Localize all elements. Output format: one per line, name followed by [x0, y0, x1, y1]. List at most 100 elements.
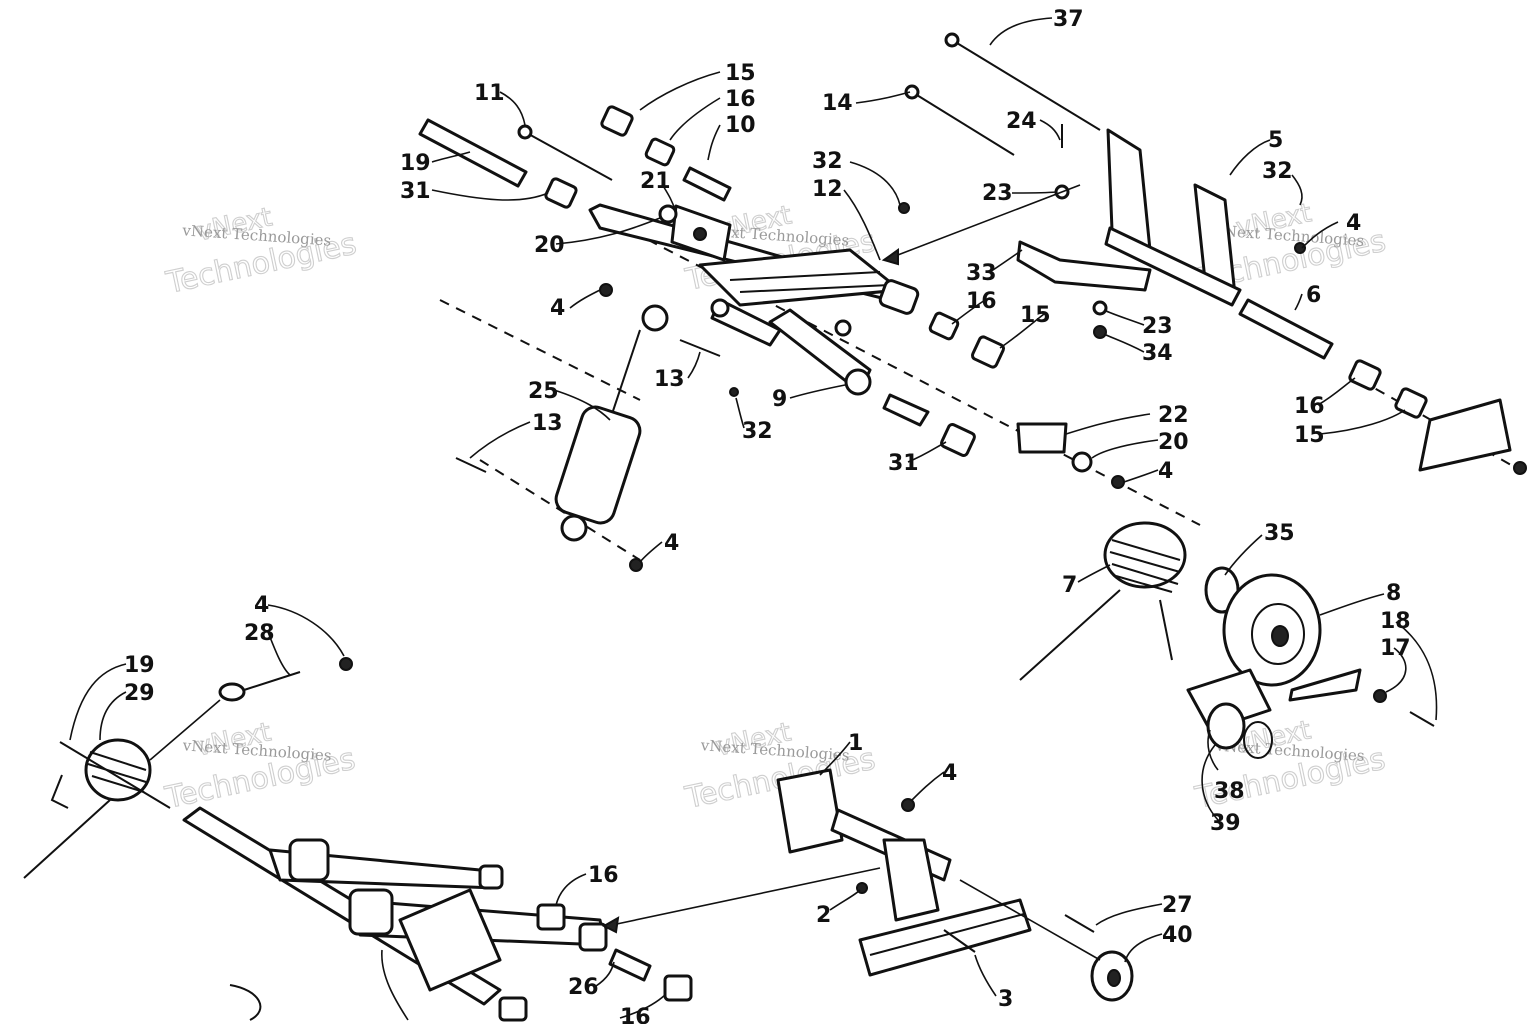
arm-12-boss: [878, 279, 920, 315]
eye-bolt-link: [149, 699, 221, 761]
shaft-9: [768, 308, 872, 394]
callout-32-top: 32: [812, 149, 843, 174]
nut-4-shock-top: [599, 283, 613, 297]
tube-lower: [882, 393, 930, 427]
bolt-13-lower: [455, 457, 487, 473]
a-arm-web: [398, 888, 502, 992]
callout-4-right: 4: [1346, 211, 1361, 236]
clevis-eye: [710, 298, 730, 318]
callout-34: 34: [1142, 341, 1173, 366]
fitting-32-top: [898, 202, 910, 214]
callout-16-lower: 16: [588, 863, 619, 888]
arm-12-rib: [739, 284, 891, 293]
nut-4-right: [1294, 242, 1306, 254]
callout-19-top: 19: [400, 151, 431, 176]
callout-39: 39: [1210, 811, 1241, 836]
callout-5: 5: [1268, 128, 1283, 153]
fitting-32-lower: [729, 387, 739, 397]
nut-4-lower: [1111, 475, 1125, 489]
lower-hook: [229, 984, 262, 1021]
nut-right-edge: [1513, 461, 1527, 475]
bolt-37-head: [944, 32, 960, 48]
nut-4-bracket: [901, 798, 915, 812]
bracket-5-shaft: [1104, 226, 1242, 307]
bolt-37: [951, 39, 1101, 131]
callout-16: 16: [725, 87, 756, 112]
callout-23-top: 23: [982, 181, 1013, 206]
callout-1: 1: [848, 731, 863, 756]
bushing-16-lower: [536, 903, 566, 931]
washer-23-lower: [1092, 300, 1108, 316]
callout-10: 10: [725, 113, 756, 138]
callout-9: 9: [772, 387, 787, 412]
nut-34: [1093, 325, 1107, 339]
eye-bolt-28-shank: [243, 671, 301, 691]
washer-20-lower: [1071, 451, 1093, 473]
arm-33: [1016, 240, 1152, 292]
plate-22: [1016, 422, 1068, 454]
spacer-17: [1288, 668, 1362, 702]
bolt-3: [943, 929, 976, 953]
callout-numbers: 37 15 16 10 11 14 24 5 32 19 31 21 32 12…: [124, 7, 1411, 1024]
callout-38: 38: [1214, 779, 1245, 804]
tube-10: [682, 166, 732, 202]
pin-26: [608, 948, 652, 982]
callout-20-lower: 20: [1158, 430, 1189, 455]
callout-37: 37: [1053, 7, 1084, 32]
callout-40: 40: [1162, 923, 1193, 948]
bolt-14-head: [904, 84, 920, 100]
callout-19-lower: 19: [124, 653, 155, 678]
shock-25-top-eye: [641, 304, 669, 332]
callout-6: 6: [1306, 283, 1321, 308]
bolt-13-upper: [679, 339, 721, 357]
assembly-arrow-upper: [889, 184, 1081, 259]
bolt-11-head: [517, 124, 533, 140]
callout-22: 22: [1158, 403, 1189, 428]
callout-13-upper: 13: [654, 367, 685, 392]
callout-20-top: 20: [534, 233, 565, 258]
callout-31-top: 31: [400, 179, 431, 204]
bushing-15-top: [600, 105, 634, 137]
callout-24: 24: [1006, 109, 1037, 134]
bolt-14: [911, 91, 1015, 156]
idler-wheel-8: [1222, 573, 1322, 687]
callout-4-shock-top: 4: [550, 296, 565, 321]
callout-15-right: 15: [1294, 423, 1325, 448]
slide-rail: [858, 898, 1032, 977]
a-arm-boss-2: [348, 888, 394, 936]
bushing-16-mid: [928, 311, 960, 341]
bolt-17: [1409, 711, 1435, 727]
spring-29: [23, 738, 171, 879]
callout-2: 2: [816, 903, 831, 928]
fitting-small: [834, 319, 852, 337]
callout-11: 11: [474, 81, 505, 106]
callout-15-mid: 15: [1020, 303, 1051, 328]
bushing-31-lower: [940, 423, 976, 457]
wheel-plate: [1186, 668, 1272, 732]
spring-7: [1019, 521, 1187, 681]
snap-ring-39: [1243, 721, 1273, 759]
callout-4-shock-bottom: 4: [664, 531, 679, 556]
callout-4-eyebolt: 4: [254, 593, 269, 618]
callout-32-lower: 32: [742, 419, 773, 444]
nut-18: [1373, 689, 1387, 703]
callout-4-bracket: 4: [942, 761, 957, 786]
callout-13-lower: 13: [532, 411, 563, 436]
assembly-arrowhead-upper: [881, 248, 899, 266]
callout-33: 33: [966, 261, 997, 286]
rail-bracket-right: [1418, 398, 1512, 472]
a-arm-eye: [478, 864, 504, 890]
bracket-1-arm: [882, 838, 940, 922]
tube-6: [1238, 298, 1334, 360]
callout-27: 27: [1162, 893, 1193, 918]
callout-8: 8: [1386, 581, 1401, 606]
callout-29: 29: [124, 681, 155, 706]
shock-centerline: [439, 299, 641, 401]
callout-16-bottom: 16: [620, 1005, 651, 1024]
callout-25: 25: [528, 379, 559, 404]
callout-3: 3: [998, 987, 1013, 1012]
bushing-lower-left: [498, 996, 528, 1022]
bushing-16-top: [644, 137, 676, 167]
a-arm-pivot: [578, 922, 608, 952]
